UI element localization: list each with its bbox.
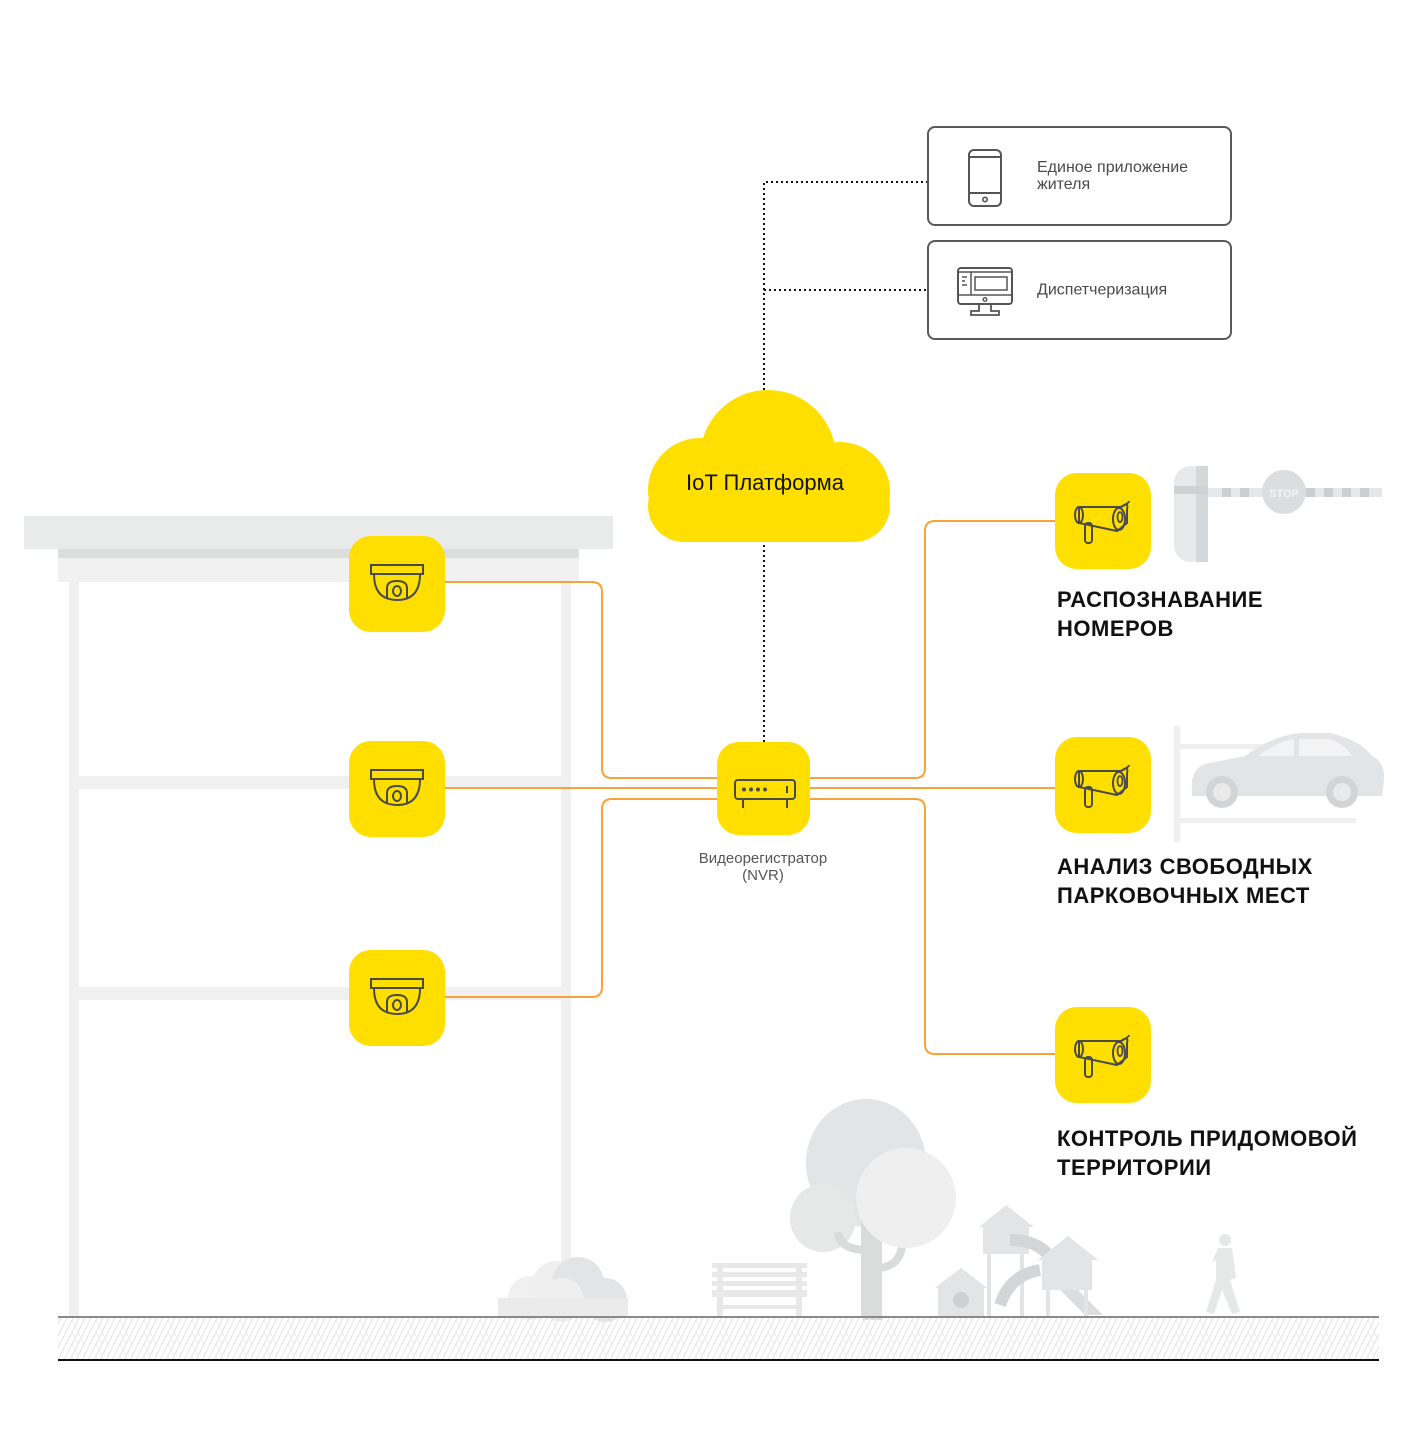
dome-camera-icon (370, 564, 424, 602)
yard-illustration (498, 1099, 1240, 1322)
pedestrian-illustration (1206, 1234, 1240, 1314)
building-illustration (24, 516, 613, 1317)
playground-illustration (935, 1205, 1103, 1318)
connector-camera-3 (445, 798, 718, 998)
stop-sign-text: STOP (1269, 488, 1299, 500)
service-label: Единое приложение жителя (1037, 159, 1189, 193)
use-case-camera-lpr[interactable] (1055, 473, 1151, 569)
camera-connectors (445, 520, 1056, 1055)
tree-illustration (790, 1099, 956, 1320)
nvr-device-icon (734, 779, 796, 808)
connector-lpr (809, 520, 1056, 779)
parked-car-illustration (1174, 726, 1385, 842)
iot-platform-label: IoT Платформа (686, 470, 844, 495)
smartphone-icon (968, 149, 1002, 207)
nvr-label: Видеорегистратор (NVR) (698, 850, 828, 884)
connector-camera-1 (445, 581, 718, 779)
service-label: Диспетчеризация (1037, 281, 1168, 299)
bullet-camera-icon (1074, 1034, 1130, 1078)
building-camera-1[interactable] (349, 536, 445, 632)
barrier-gate-illustration: STOP (1174, 466, 1382, 562)
use-case-camera-parking[interactable] (1055, 737, 1151, 833)
bush-illustration (498, 1257, 628, 1322)
dotted-links (763, 181, 927, 742)
service-card-dispatch[interactable]: Диспетчеризация (927, 240, 1232, 340)
bullet-camera-icon (1074, 500, 1130, 544)
dome-camera-icon (370, 978, 424, 1016)
nvr-recorder[interactable] (717, 742, 810, 835)
use-case-label-lpr: РАСПОЗНАВАНИЕ НОМЕРОВ (1057, 587, 1264, 641)
use-case-camera-territory[interactable] (1055, 1007, 1151, 1103)
use-case-label-territory: КОНТРОЛЬ ПРИДОМОВОЙ ТЕРРИТОРИИ (1057, 1126, 1358, 1180)
ground-strip (58, 1316, 1379, 1361)
bullet-camera-icon (1074, 764, 1130, 808)
building-camera-2[interactable] (349, 741, 445, 837)
cloud-icon (648, 390, 890, 542)
dome-camera-icon (370, 769, 424, 807)
building-camera-3[interactable] (349, 950, 445, 1046)
service-card-resident-app[interactable]: Единое приложение жителя (927, 126, 1232, 226)
desktop-monitor-icon (957, 267, 1013, 316)
bench-illustration (712, 1263, 807, 1317)
link-platform-app (763, 181, 927, 390)
connector-territory (809, 798, 1056, 1055)
use-case-label-parking: АНАЛИЗ СВОБОДНЫХ ПАРКОВОЧНЫХ МЕСТ (1057, 854, 1313, 908)
